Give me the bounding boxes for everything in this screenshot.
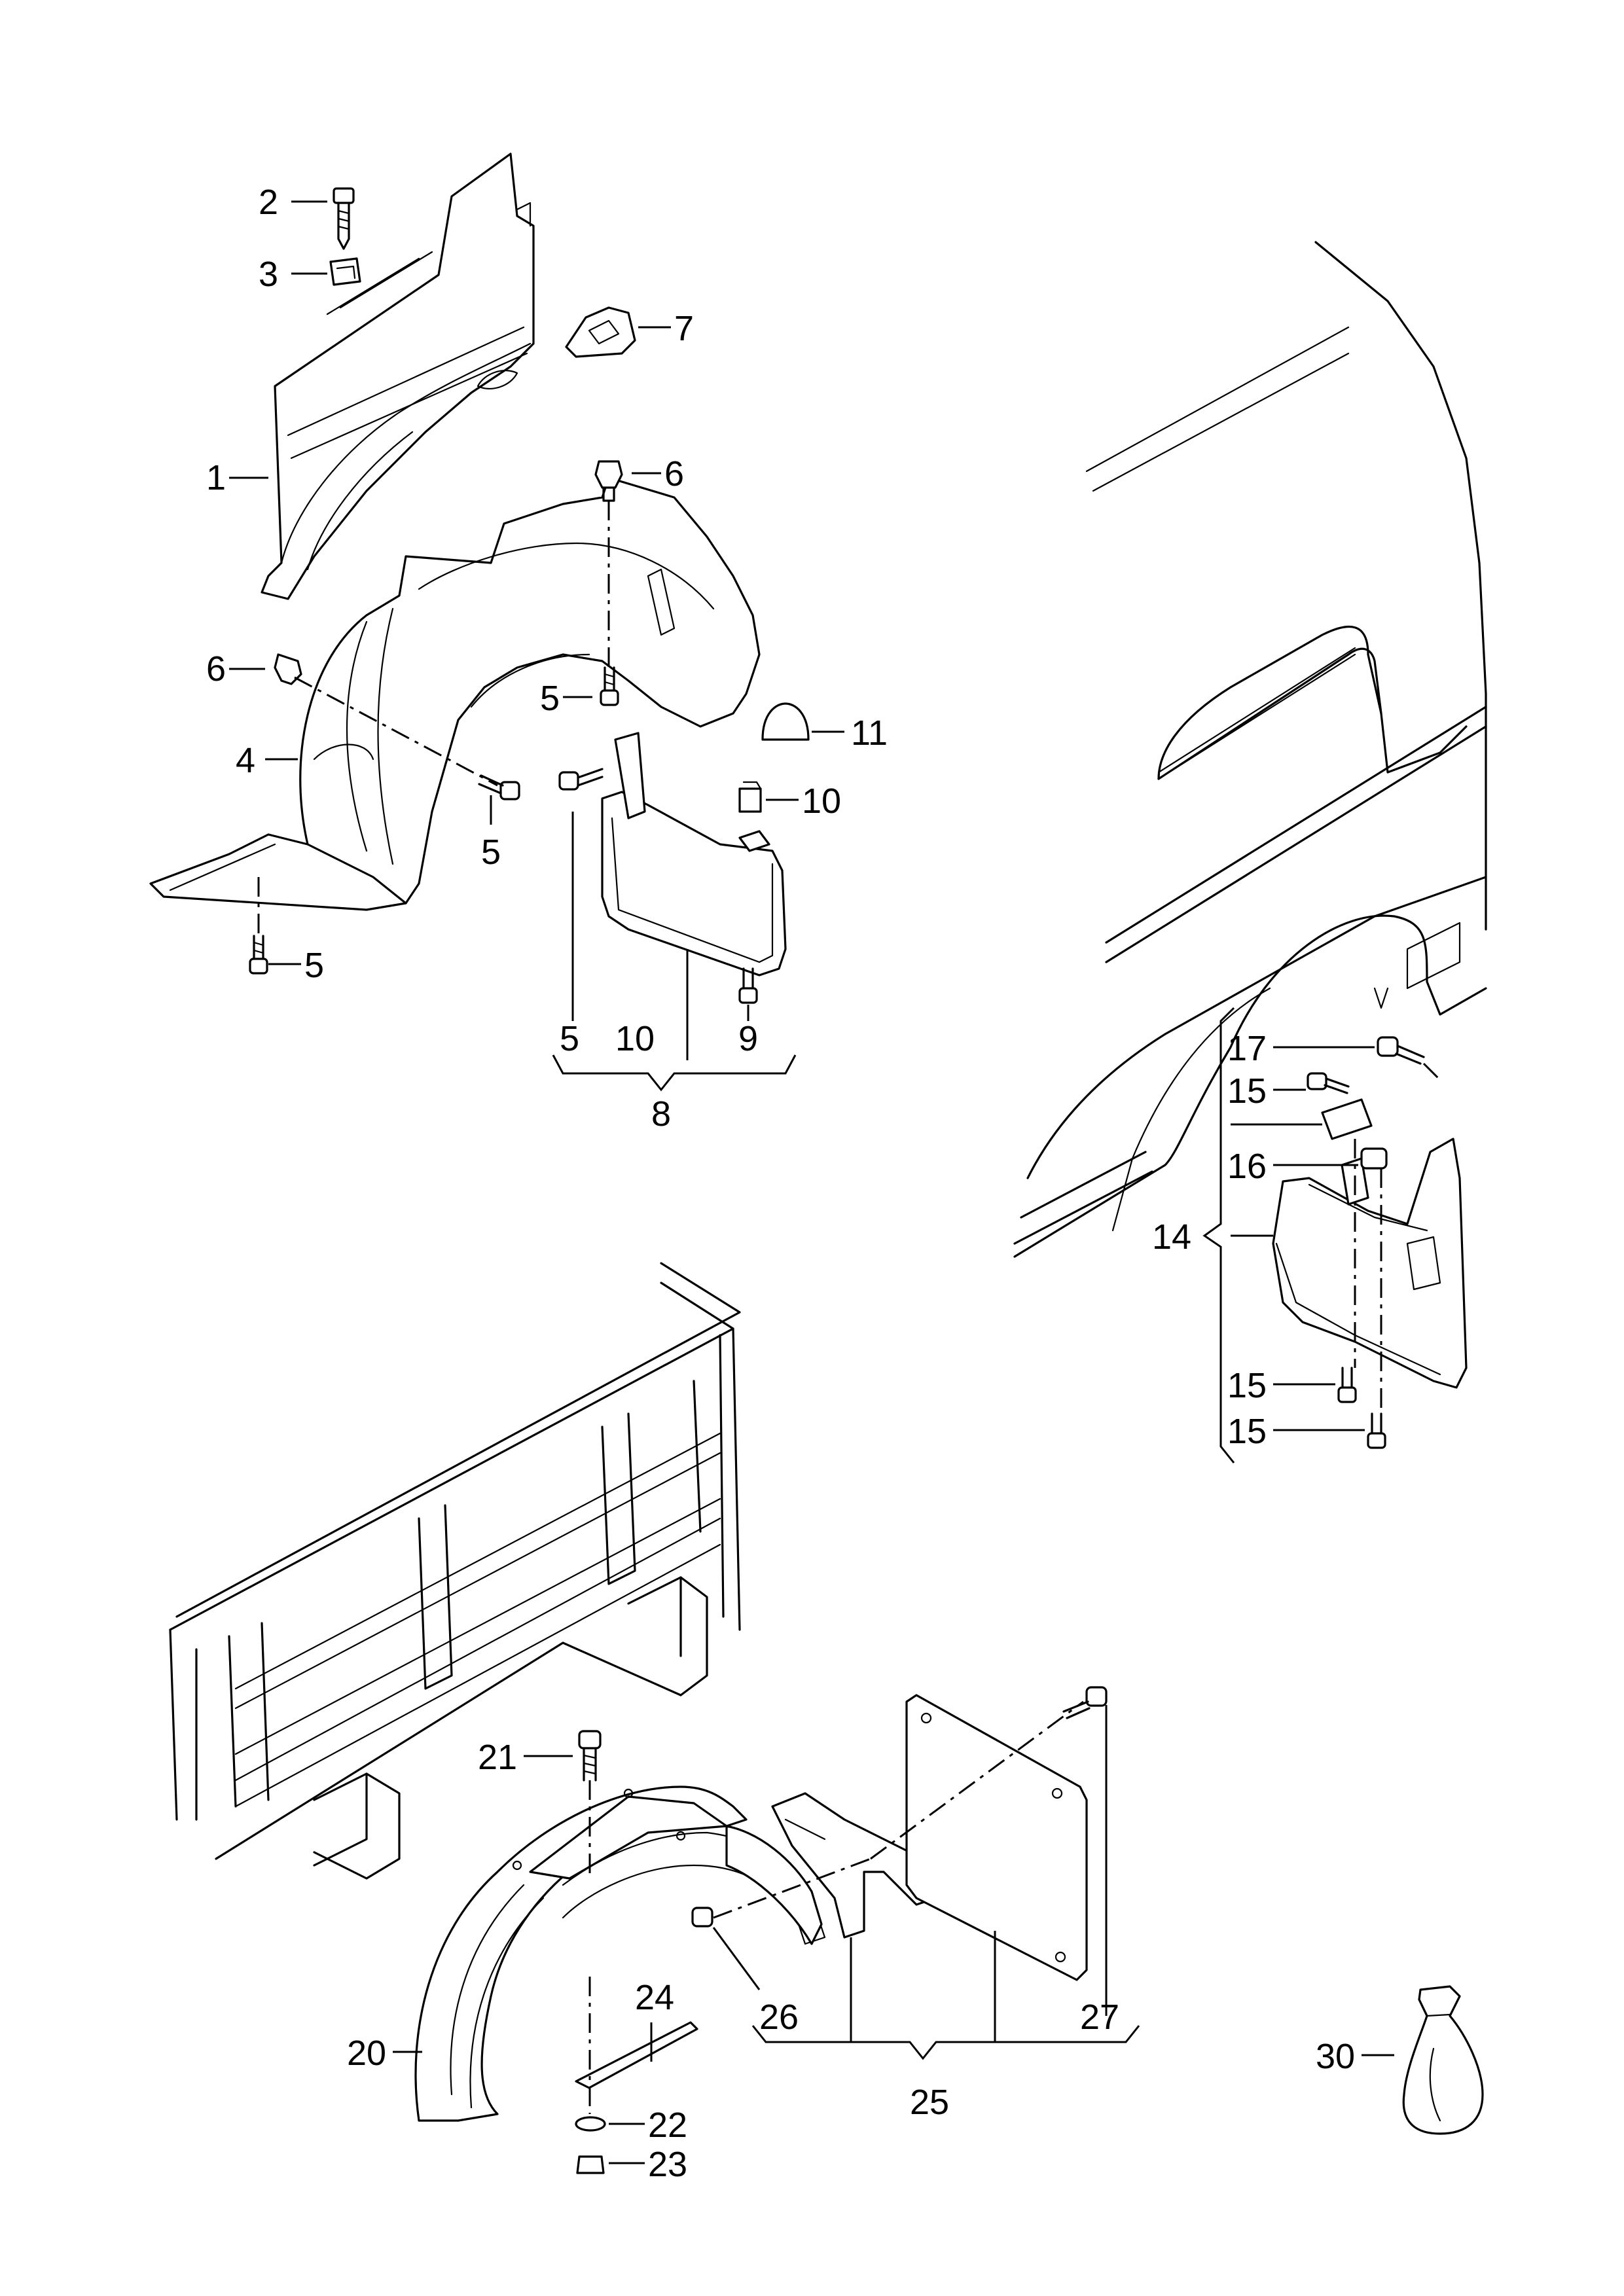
- screw-part-15a[interactable]: [1307, 1072, 1350, 1094]
- van-body-outline: [1013, 241, 1487, 1258]
- callout-10a: 10: [802, 781, 841, 821]
- callout-21: 21: [478, 1738, 517, 1777]
- callout-30: 30: [1316, 2037, 1355, 2076]
- callout-22: 22: [648, 2106, 687, 2145]
- screw-part-17[interactable]: [1377, 1036, 1425, 1065]
- callout-7: 7: [674, 309, 694, 348]
- bolt-part-27[interactable]: [1062, 1686, 1108, 1719]
- pickup-bed-outline: [169, 1262, 741, 1880]
- parts-bag-part-30[interactable]: [1402, 1985, 1484, 2135]
- bolt-part-9[interactable]: [738, 967, 758, 1004]
- callout-14: 14: [1152, 1217, 1191, 1257]
- callout-2: 2: [259, 183, 278, 222]
- screw-part-15c[interactable]: [1367, 1412, 1386, 1449]
- callout-10b: 10: [615, 1019, 655, 1058]
- leader-lines: [229, 200, 1441, 2164]
- rubber-stopper-part-11[interactable]: [761, 702, 810, 741]
- callout-24: 24: [635, 1978, 674, 2017]
- support-rod-part-24[interactable]: [575, 2021, 698, 2089]
- rear-mudflap-part[interactable]: [1272, 1138, 1468, 1389]
- callout-labels: 2 3 7 1 6 6 5 11 4 10 5 5 5 10 9 8 17 15…: [206, 183, 1355, 2184]
- push-clip-part-6b[interactable]: [274, 653, 302, 685]
- callout-16: 16: [1227, 1147, 1267, 1186]
- callout-26: 26: [759, 1998, 799, 2037]
- front-mudflap-part[interactable]: [601, 732, 787, 977]
- callout-17: 17: [1227, 1029, 1267, 1068]
- callout-27: 27: [1080, 1998, 1119, 2037]
- callout-5c: 5: [304, 946, 324, 985]
- callout-4: 4: [236, 741, 255, 780]
- nut-part-23[interactable]: [576, 2155, 605, 2174]
- washer-part-22[interactable]: [575, 2116, 606, 2132]
- screw-part-5b[interactable]: [478, 774, 520, 800]
- callout-6a: 6: [664, 454, 684, 493]
- fender-bracket-part[interactable]: [565, 306, 636, 358]
- nut-part-16[interactable]: [1360, 1147, 1388, 1170]
- wheel-housing-liner-part[interactable]: [149, 476, 761, 911]
- rear-fender-part[interactable]: [414, 1785, 826, 2122]
- callout-5b: 5: [481, 833, 501, 872]
- callout-25: 25: [910, 2083, 949, 2122]
- bolt-part-21[interactable]: [578, 1730, 602, 1782]
- bolt-part-2[interactable]: [333, 187, 355, 250]
- callout-11: 11: [851, 713, 888, 753]
- callout-6b: 6: [206, 649, 226, 689]
- callout-5a: 5: [540, 679, 560, 718]
- callout-23: 23: [648, 2145, 687, 2184]
- callout-1: 1: [206, 458, 226, 497]
- callout-15b: 15: [1227, 1366, 1267, 1405]
- front-fender-part[interactable]: [261, 152, 535, 600]
- callout-9: 9: [738, 1019, 758, 1058]
- callout-3: 3: [259, 255, 278, 294]
- nut-part-10[interactable]: [738, 781, 762, 813]
- callout-5d: 5: [560, 1019, 579, 1058]
- callout-15a: 15: [1227, 1071, 1267, 1111]
- clip-nut-part-3[interactable]: [329, 257, 361, 286]
- screw-part-5c[interactable]: [249, 935, 268, 975]
- push-clip-part-6a[interactable]: [594, 460, 623, 502]
- nut-part-26[interactable]: [691, 1907, 713, 1928]
- callout-15c: 15: [1227, 1412, 1267, 1451]
- callout-8: 8: [651, 1094, 671, 1134]
- screw-part-15b[interactable]: [1337, 1367, 1357, 1403]
- screw-part-5d[interactable]: [558, 768, 604, 791]
- mudflap-plate-part-25[interactable]: [905, 1694, 1088, 1981]
- callout-20: 20: [347, 2034, 386, 2073]
- screw-part-5a[interactable]: [600, 666, 619, 706]
